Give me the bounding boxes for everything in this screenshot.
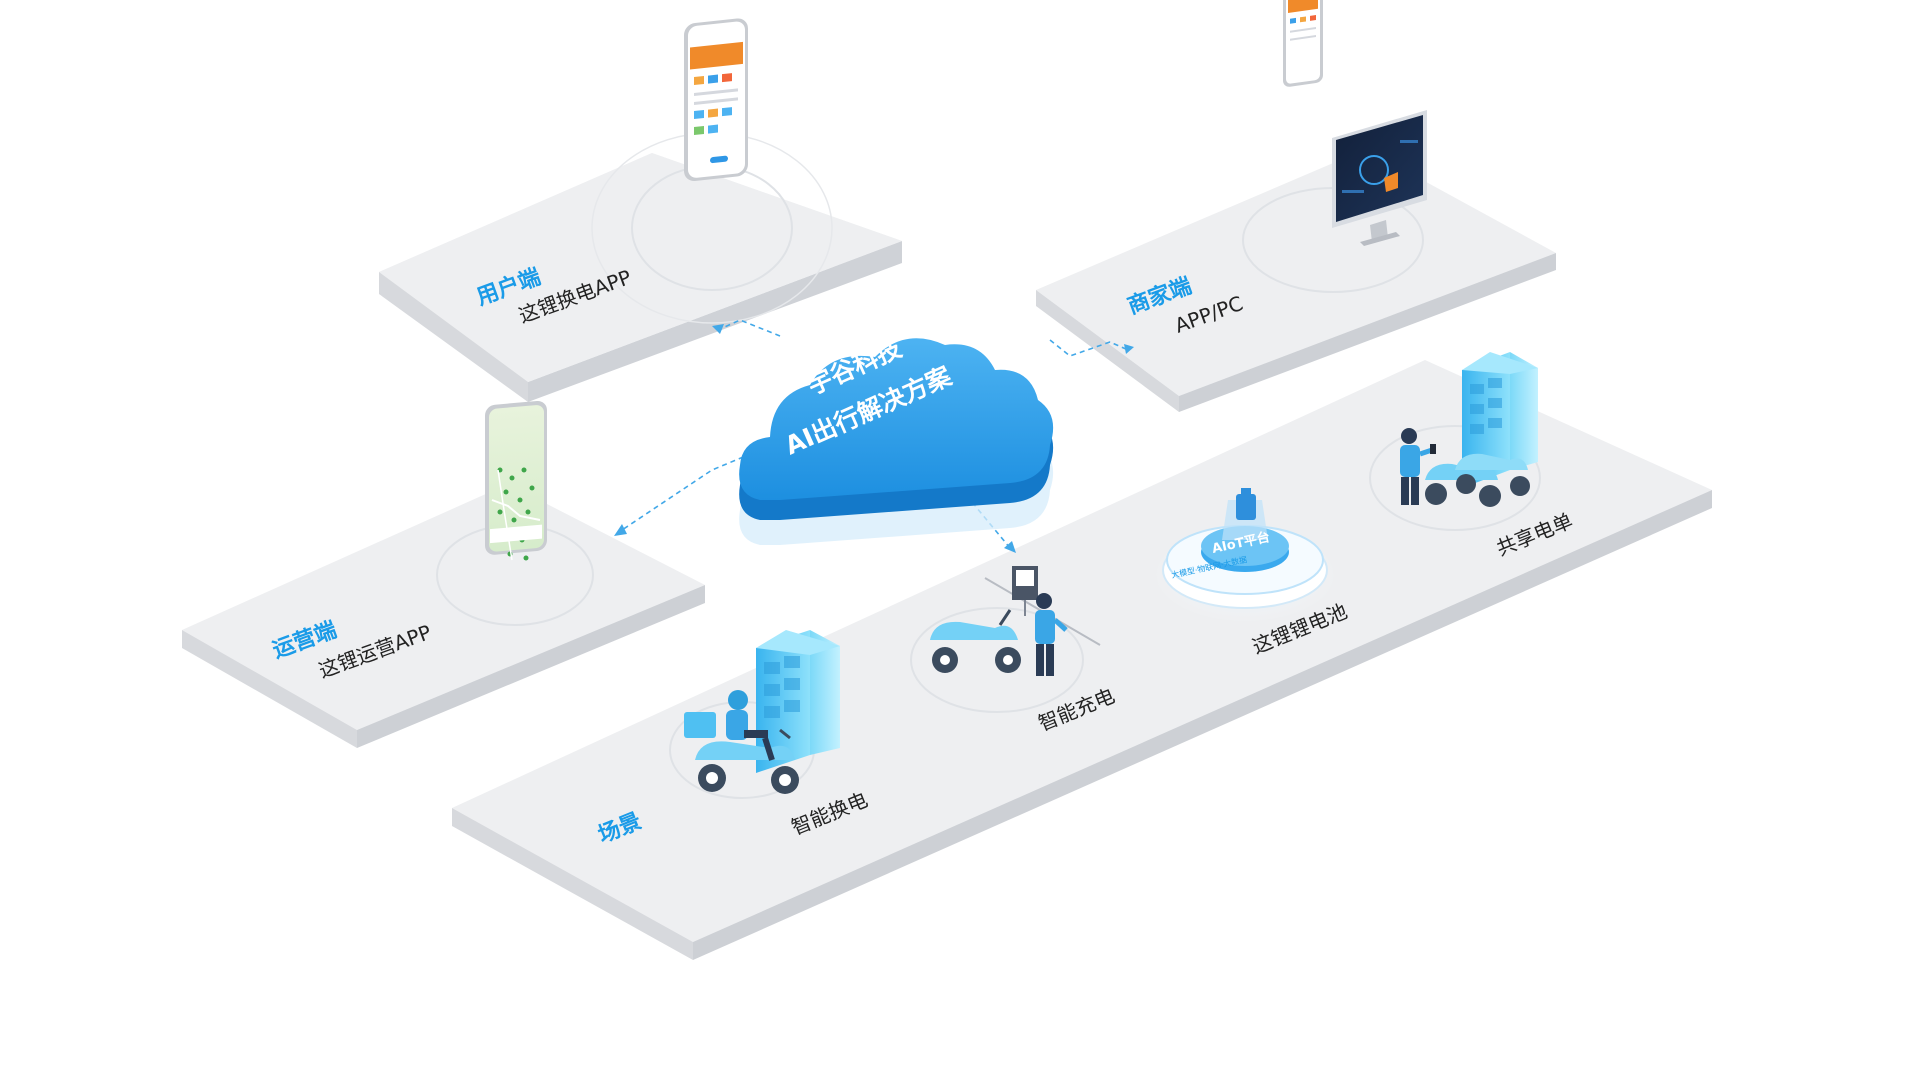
connector-arrowheads [614,324,1134,553]
scene-charge-ring [910,607,1084,713]
platform-scene-right-edge [693,490,1712,960]
platform-user-side-face [528,241,902,402]
cloud-hub: 宇谷科技 AI出行解决方案 [739,333,1054,545]
platform-scene: 场景 智能 [452,352,1712,960]
share-cabinet-side [1510,352,1538,470]
scene-swap-illustration [684,630,840,794]
connector-to-merchant [1049,339,1129,357]
merchant-pc-monitor [1332,110,1427,246]
arrow-to-scene [1004,541,1016,553]
arrow-to-operator [614,524,627,536]
scene-share-illustration [1400,352,1538,507]
arrow-to-merchant [1124,344,1134,354]
swap-cabinet-side [810,630,840,755]
arrow-to-user [712,324,724,334]
share-person-body [1400,445,1420,477]
operator-app-phone [485,400,547,561]
scene-battery-illustration: AIoT平台 大模型·物联网·大数据 [1153,488,1337,623]
platform-operator: 运营端 这锂运营APP [182,400,705,748]
swap-cabinet-top [756,630,840,655]
swap-rider-body [726,710,748,740]
swap-rider-helmet [728,690,748,710]
share-bike-2 [1455,453,1528,470]
delivery-box [684,712,716,738]
charge-scooter-body [930,621,1018,640]
platform-user-left-edge [379,272,528,402]
platform-merchant: 商家端 APP/PC [1036,0,1556,412]
charge-person-head [1036,593,1052,609]
platform-operator-surface [182,484,705,730]
platform-merchant-left-edge [1036,290,1179,412]
battery-icon [1236,494,1256,520]
share-person-head [1401,428,1417,444]
platform-merchant-right-edge [1179,253,1556,412]
merchant-app-phone [1283,0,1323,87]
platform-merchant-surface [1036,149,1556,396]
scene-charge-illustration [930,566,1101,676]
platform-user-surface [379,153,902,382]
scene-share-ring [1369,425,1541,531]
user-app-phone [684,18,748,182]
platform-scene-left-edge [452,808,693,960]
platform-operator-right-edge [357,585,705,748]
platform-operator-left-edge [182,630,357,748]
cloud-top [739,338,1054,500]
charge-person-body [1035,610,1055,644]
share-bike-1 [1425,463,1498,480]
platform-user: 用户端 这锂换电APP [379,18,902,402]
